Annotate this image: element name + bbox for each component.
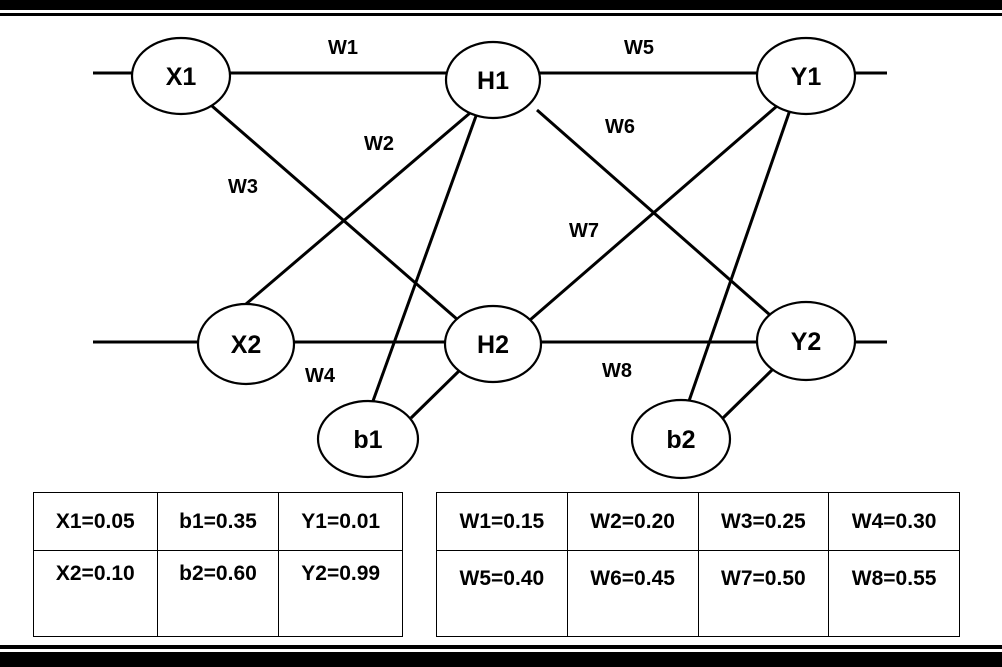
weight-label-w6: W6	[605, 116, 635, 138]
edges-layer	[211, 71, 792, 420]
node-label-h1: H1	[477, 67, 509, 95]
edge-b1-h2	[409, 368, 462, 420]
table-cell-x2: X2=0.10	[33, 550, 158, 637]
table-cell-w4: W4=0.30	[828, 492, 960, 551]
header-text: Assume that the hidden (H1 & H2) and out…	[95, 0, 890, 13]
top-rule	[0, 13, 1002, 16]
weight-label-w8: W8	[602, 360, 632, 382]
edge-b2-y1	[687, 109, 792, 402]
edge-b2-y2	[721, 368, 774, 420]
table-cell-w8: W8=0.55	[828, 550, 960, 637]
top-border-bar	[0, 0, 1002, 10]
edge-b1-h1	[371, 115, 478, 402]
weight-label-w2: W2	[364, 133, 394, 155]
node-circle-h1	[444, 40, 542, 120]
node-x1: X1	[130, 36, 232, 116]
weights-table: W1=0.15 W2=0.20 W3=0.25 W4=0.30 W5=0.40 …	[436, 492, 960, 637]
table-cell-w7: W7=0.50	[697, 550, 830, 637]
node-circle-h2	[443, 304, 543, 384]
node-b1: b1	[316, 399, 420, 479]
node-circle-y2	[755, 300, 857, 382]
edge-x1-h2	[211, 104, 459, 322]
inputs-table: X1=0.05 b1=0.35 Y1=0.01 X2=0.10 b2=0.60 …	[33, 492, 403, 637]
node-y2: Y2	[755, 300, 857, 382]
node-label-h2: H2	[477, 331, 509, 359]
table-cell-w3: W3=0.25	[697, 492, 830, 551]
node-circle-y1	[755, 36, 857, 116]
table-cell-y2: Y2=0.99	[278, 550, 403, 637]
weight-label-w5: W5	[624, 37, 654, 59]
weight-label-w1: W1	[328, 37, 358, 59]
node-circle-x1	[130, 36, 232, 116]
weight-label-w3: W3	[228, 176, 258, 198]
bottom-border-bar	[0, 652, 1002, 667]
bottom-rule	[0, 645, 1002, 649]
table-cell-b1: b1=0.35	[156, 492, 280, 551]
node-label-b2: b2	[666, 426, 695, 454]
node-b2: b2	[630, 398, 732, 480]
node-label-y1: Y1	[791, 63, 822, 91]
edge-x2-h1	[245, 111, 471, 306]
node-x2: X2	[196, 302, 296, 386]
table-cell-y1: Y1=0.01	[278, 492, 403, 551]
table-cell-w6: W6=0.45	[566, 550, 699, 637]
node-label-y2: Y2	[791, 328, 822, 356]
node-circle-x2	[196, 302, 296, 386]
table-cell-w5: W5=0.40	[436, 550, 568, 637]
edge-h2-y1	[529, 104, 778, 322]
node-h2: H2	[443, 304, 543, 384]
node-circle-b1	[316, 399, 420, 479]
node-label-x1: X1	[166, 63, 197, 91]
weight-label-w4: W4	[305, 365, 336, 387]
node-label-x2: X2	[231, 331, 262, 359]
table-cell-w1: W1=0.15	[436, 492, 568, 551]
node-circle-b2	[630, 398, 732, 480]
table-cell-w2: W2=0.20	[566, 492, 699, 551]
node-label-b1: b1	[353, 426, 382, 454]
table-cell-x1: X1=0.05	[33, 492, 158, 551]
node-y1: Y1	[755, 36, 857, 116]
table-cell-b2: b2=0.60	[156, 550, 280, 637]
weight-label-w7: W7	[569, 220, 599, 242]
node-h1: H1	[444, 40, 542, 120]
